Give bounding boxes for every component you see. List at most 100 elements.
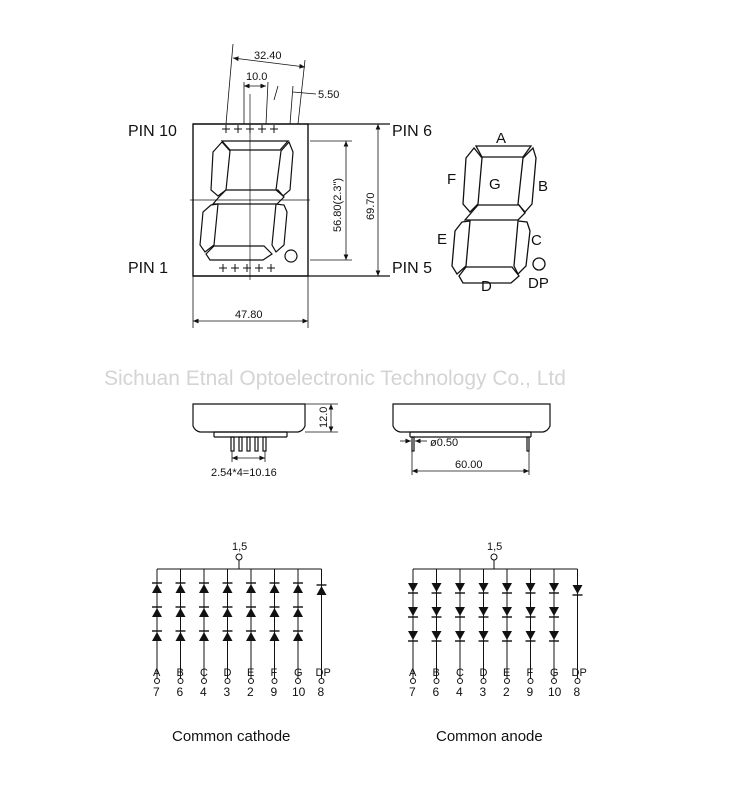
led-diode bbox=[431, 607, 442, 616]
seg-label-f: F bbox=[447, 171, 456, 188]
led-diode bbox=[549, 631, 559, 640]
led-diode bbox=[293, 608, 303, 617]
led-diode bbox=[431, 631, 442, 640]
led-diode bbox=[269, 632, 280, 641]
led-diode bbox=[222, 584, 233, 593]
pin-number: 6 bbox=[433, 685, 440, 699]
led-column-b: B6 bbox=[431, 569, 442, 699]
led-diode bbox=[175, 608, 186, 617]
led-diode bbox=[222, 608, 233, 617]
led-diode bbox=[246, 632, 256, 641]
pin-terminal bbox=[410, 678, 416, 684]
pin-terminal bbox=[433, 678, 440, 684]
segment-label: DP bbox=[316, 667, 331, 679]
led-column-e: E2 bbox=[502, 569, 512, 699]
pin-number: 10 bbox=[292, 685, 306, 699]
led-diode bbox=[525, 631, 536, 640]
side-pin-right bbox=[526, 436, 530, 452]
segment-label: A bbox=[153, 667, 161, 679]
led-diode bbox=[455, 607, 465, 616]
side-pin-left bbox=[411, 436, 415, 452]
seg-label-a: A bbox=[496, 130, 506, 147]
led-column-a: A7 bbox=[408, 569, 418, 699]
led-column-b: B6 bbox=[175, 569, 186, 699]
led-column-g: G10 bbox=[548, 569, 562, 699]
led-diode bbox=[293, 632, 303, 641]
pin-terminal bbox=[574, 678, 581, 684]
pin-terminal bbox=[271, 678, 278, 684]
watermark: Sichuan Etnal Optoelectronic Technology … bbox=[104, 367, 566, 390]
led-diode bbox=[246, 584, 256, 593]
led-diode bbox=[478, 631, 489, 640]
led-column-d: D3 bbox=[222, 569, 233, 699]
led-diode bbox=[152, 608, 162, 617]
pin-terminal bbox=[248, 678, 254, 684]
anode-caption: Common anode bbox=[436, 728, 543, 745]
digit-outline bbox=[199, 140, 298, 263]
led-diode bbox=[478, 607, 489, 616]
pin-terminal bbox=[318, 678, 325, 684]
cathode-caption: Common cathode bbox=[172, 728, 290, 745]
seg-label-d: D bbox=[481, 278, 492, 295]
pin-number: 6 bbox=[177, 685, 184, 699]
segment-label: E bbox=[503, 667, 510, 679]
led-diode bbox=[549, 607, 559, 616]
segment-label: G bbox=[550, 667, 559, 679]
bottom-pin-markers bbox=[219, 264, 275, 272]
pin6-label: PIN 6 bbox=[392, 123, 432, 140]
pin-terminal bbox=[224, 678, 231, 684]
dim-length: 60.00 bbox=[455, 459, 483, 471]
segment-label: G bbox=[294, 667, 303, 679]
led-diode bbox=[525, 583, 536, 592]
led-diode bbox=[269, 608, 280, 617]
led-diode bbox=[152, 632, 162, 641]
pin-number: 2 bbox=[503, 685, 510, 699]
led-diode bbox=[408, 607, 418, 616]
pin-number: 3 bbox=[480, 685, 487, 699]
seg-label-b: B bbox=[538, 178, 548, 195]
dim-slant: 5.50 bbox=[318, 89, 339, 101]
pin5-label: PIN 5 bbox=[392, 260, 432, 277]
seg-label-c: C bbox=[531, 232, 542, 249]
segment-label: B bbox=[433, 667, 440, 679]
segment-label: D bbox=[224, 667, 232, 679]
pin-number: 7 bbox=[409, 685, 416, 699]
led-diode bbox=[269, 584, 280, 593]
pin-number: 3 bbox=[224, 685, 231, 699]
led-diode bbox=[199, 632, 209, 641]
side-view-left bbox=[192, 403, 338, 462]
cathode-common-pins: 1,5 bbox=[232, 541, 247, 553]
pin-number: 4 bbox=[200, 685, 207, 699]
pin-number: 7 bbox=[153, 685, 160, 699]
dim-pin-diameter: ø0.50 bbox=[430, 437, 458, 449]
dim-total-height: 69.70 bbox=[365, 192, 377, 220]
segment-label: A bbox=[409, 667, 417, 679]
side-view-right bbox=[392, 403, 551, 475]
pin-terminal bbox=[295, 678, 301, 684]
led-diode bbox=[199, 584, 209, 593]
segment-label: B bbox=[177, 667, 184, 679]
led-column-c: C4 bbox=[199, 569, 209, 699]
pin-terminal bbox=[177, 678, 184, 684]
front-view bbox=[190, 43, 390, 328]
led-diode bbox=[222, 632, 233, 641]
led-column-d: D3 bbox=[478, 569, 489, 699]
segment-map bbox=[451, 145, 546, 284]
led-diode bbox=[152, 584, 162, 593]
led-diode bbox=[525, 607, 536, 616]
seg-label-dp: DP bbox=[528, 275, 549, 292]
seg-label-g: G bbox=[489, 176, 501, 193]
led-diode bbox=[246, 608, 256, 617]
led-column-e: E2 bbox=[246, 569, 256, 699]
led-diode bbox=[408, 583, 418, 592]
pin-terminal bbox=[527, 678, 534, 684]
led-diode bbox=[199, 608, 209, 617]
segment-label: DP bbox=[572, 667, 587, 679]
pin10-label: PIN 10 bbox=[128, 123, 177, 140]
led-diode bbox=[455, 583, 465, 592]
led-diode bbox=[478, 583, 489, 592]
segment-label: F bbox=[527, 667, 534, 679]
pin-terminal bbox=[201, 678, 207, 684]
